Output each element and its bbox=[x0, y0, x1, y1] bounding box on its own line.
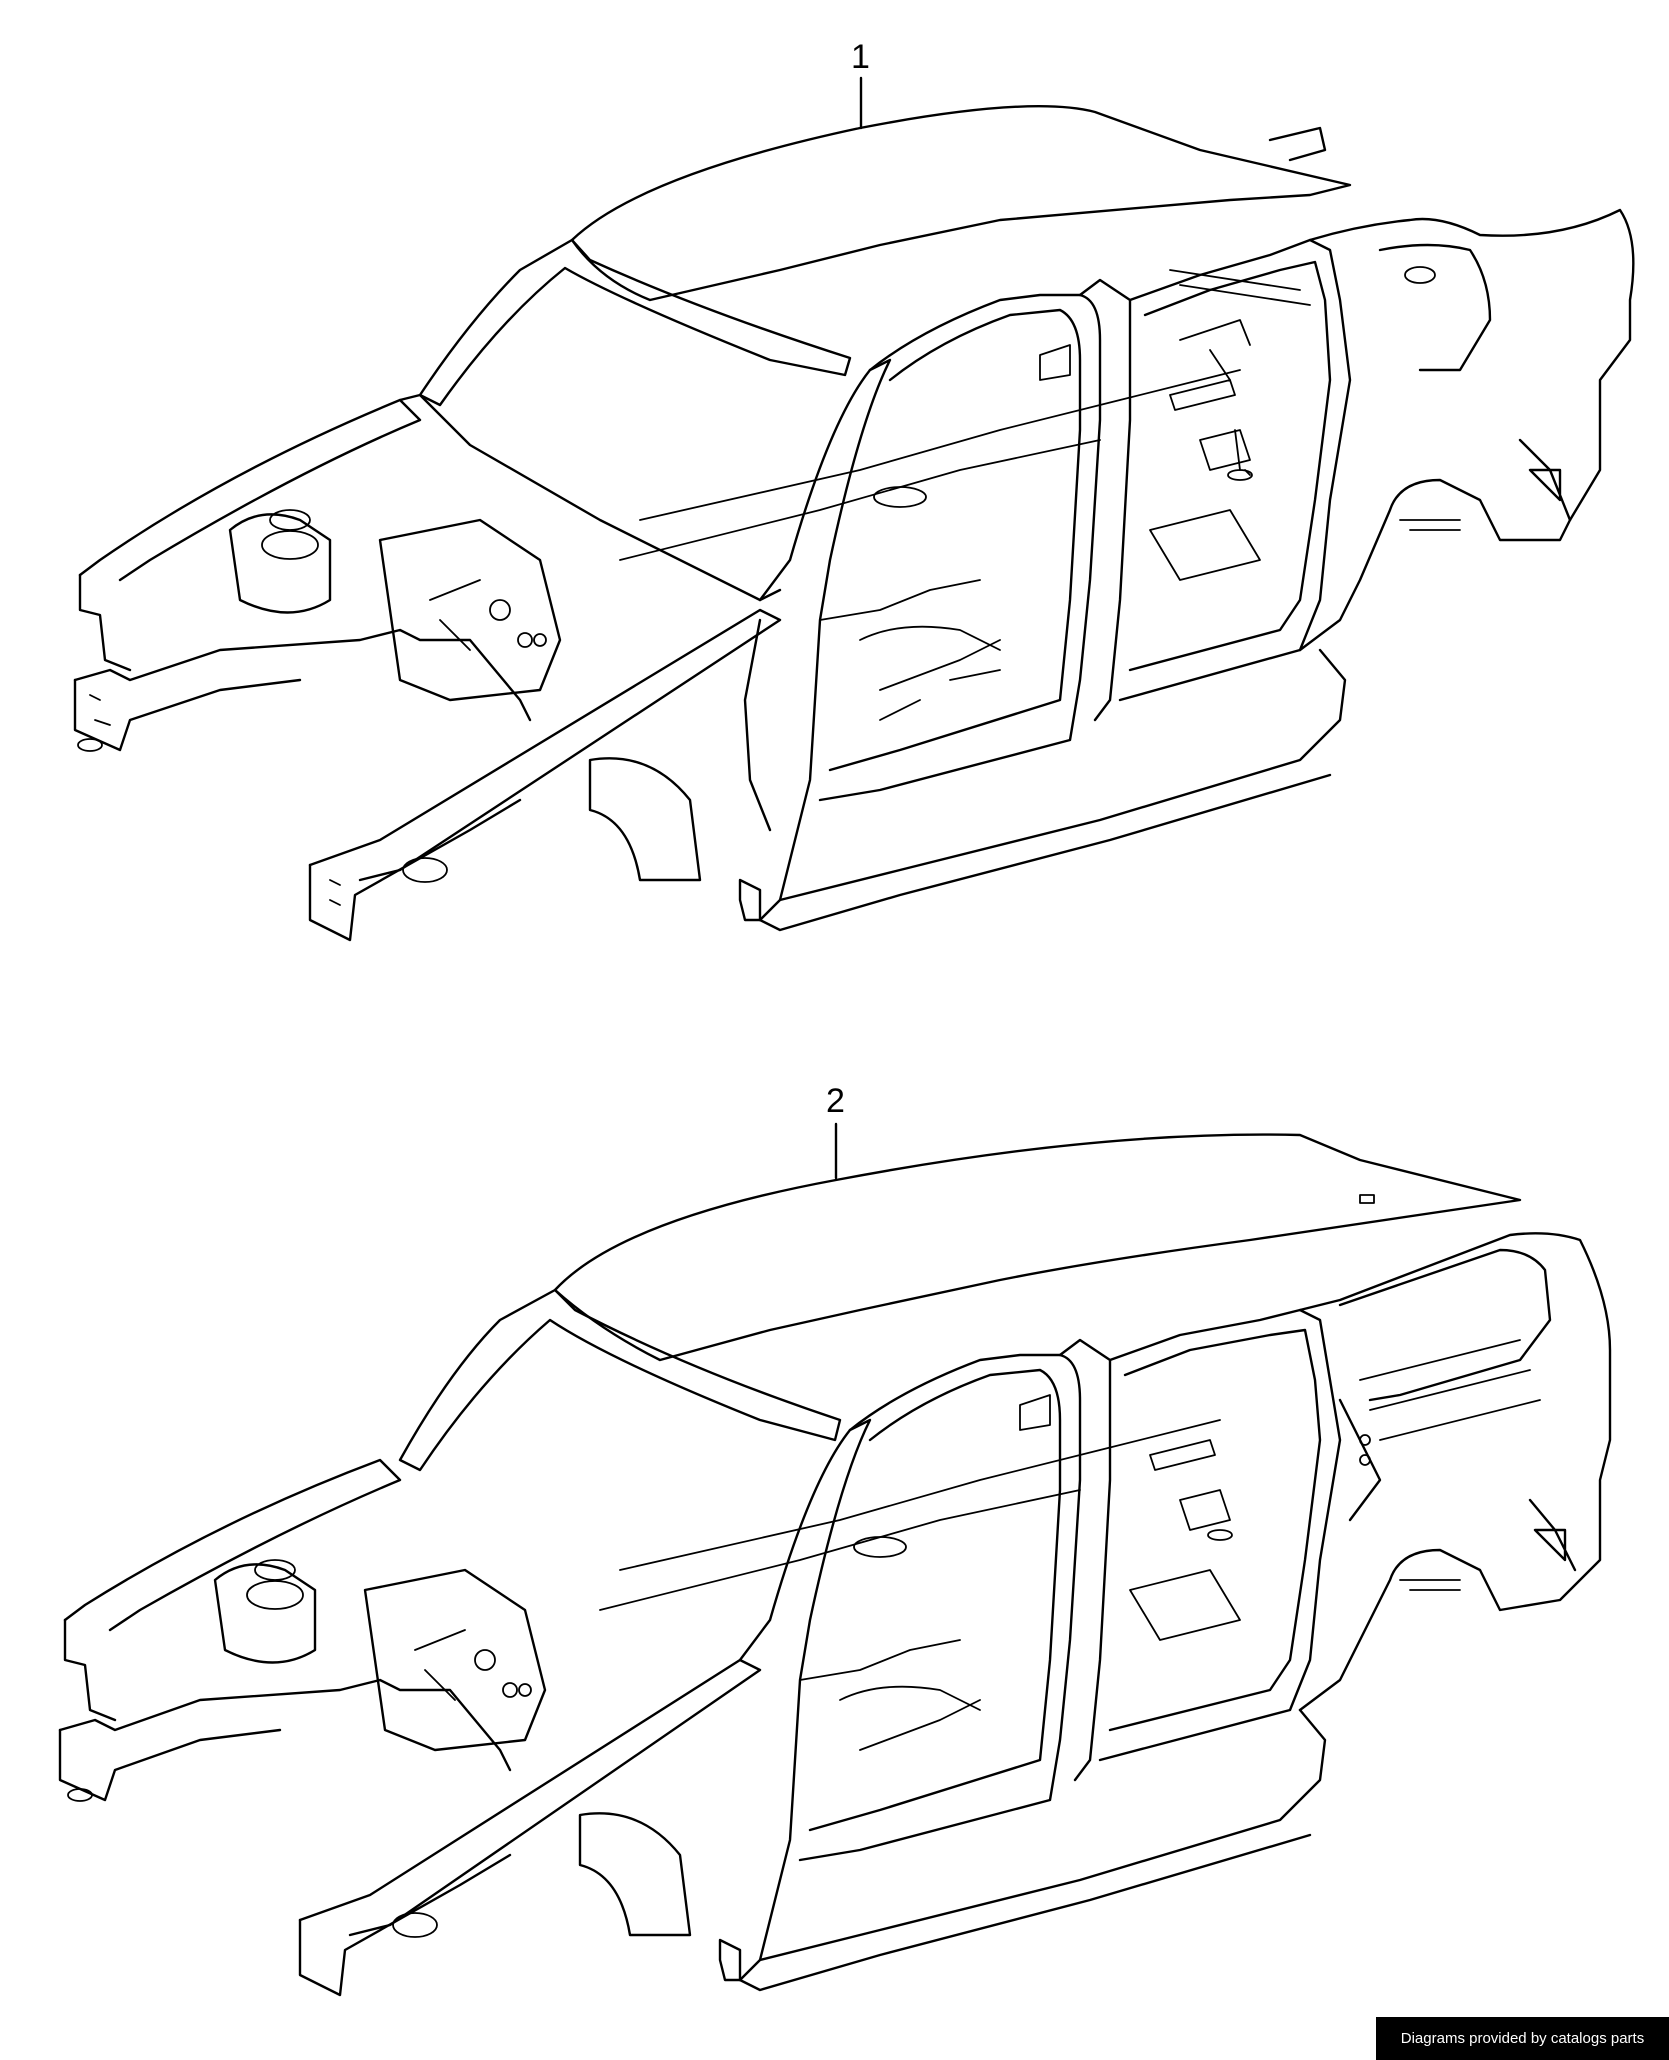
body-shell-sedan: 1 bbox=[73, 38, 1635, 942]
callout-1: 1 bbox=[851, 38, 870, 76]
body-shell-estate: 2 bbox=[58, 1082, 1612, 1997]
credit-banner: Diagrams provided by catalogs parts bbox=[1376, 2017, 1669, 2060]
callout-2: 2 bbox=[826, 1082, 845, 1120]
